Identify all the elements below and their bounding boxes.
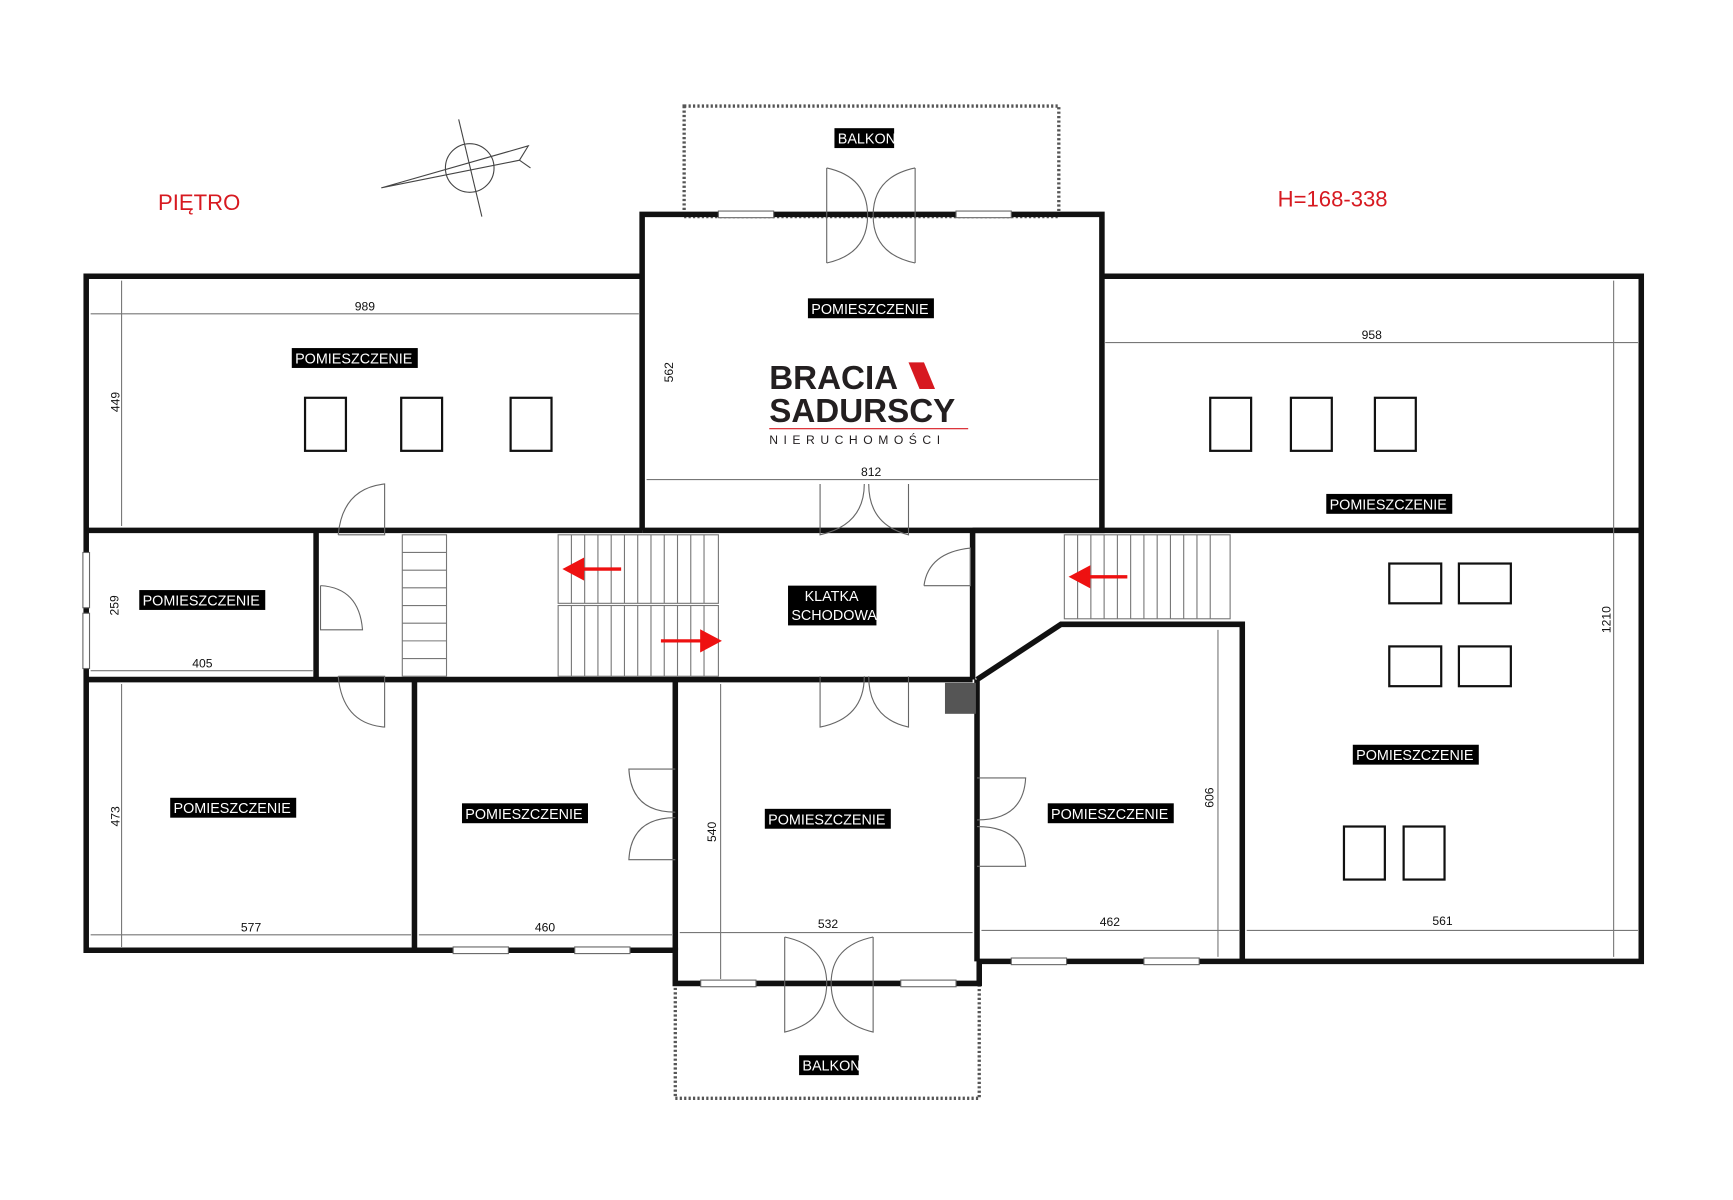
dim-405: 405 xyxy=(192,656,213,670)
dim-473: 473 xyxy=(108,806,122,827)
floor-title: PIĘTRO xyxy=(158,190,240,215)
dim-449: 449 xyxy=(108,392,122,413)
label-balcony-bottom: BALKON xyxy=(802,1059,860,1075)
height-note: H=168-338 xyxy=(1278,187,1388,212)
dim-562: 562 xyxy=(662,362,676,383)
dim-462: 462 xyxy=(1100,915,1121,929)
inner-lines xyxy=(90,280,1638,980)
label-room-right-lower: POMIESZCZENIE xyxy=(1356,748,1473,764)
dim-259: 259 xyxy=(107,595,121,616)
logo-line2: SADURSCY xyxy=(769,393,955,430)
label-room-left-top: POMIESZCZENIE xyxy=(295,352,412,368)
label-stairs-1: KLATKA xyxy=(805,589,859,605)
dim-606: 606 xyxy=(1203,787,1217,808)
label-room-bottom-4: POMIESZCZENIE xyxy=(1051,807,1168,823)
dim-958: 958 xyxy=(1362,328,1383,342)
dimensions: 989 449 562 812 958 1210 259 405 473 577… xyxy=(107,299,1613,934)
arrow-icon xyxy=(562,557,1128,653)
label-room-bottom-2: POMIESZCZENIE xyxy=(465,807,582,823)
balcony-bottom xyxy=(673,981,981,1100)
label-stairs-2: SCHODOWA xyxy=(791,608,877,624)
windows xyxy=(82,210,1200,988)
brand-logo: BRACIA SADURSCY NIERUCHOMOŚCI xyxy=(769,360,969,447)
chimney xyxy=(944,682,976,714)
room-labels: BALKON BALKON POMIESZCZENIE POMIESZCZENI… xyxy=(139,128,1479,1076)
dim-577: 577 xyxy=(241,920,262,934)
logo-line3: NIERUCHOMOŚCI xyxy=(769,432,945,447)
dim-540: 540 xyxy=(705,821,719,842)
logo-line1: BRACIA xyxy=(769,360,898,397)
balcony-top xyxy=(682,104,1061,219)
label-room-bottom-1: POMIESZCZENIE xyxy=(174,801,291,817)
dim-460: 460 xyxy=(535,920,556,934)
compass-icon xyxy=(381,119,531,217)
dim-812: 812 xyxy=(861,465,882,479)
label-balcony-top: BALKON xyxy=(838,132,896,148)
dim-1210: 1210 xyxy=(1599,606,1613,633)
label-room-bottom-3: POMIESZCZENIE xyxy=(768,812,885,828)
label-room-right-upper: POMIESZCZENIE xyxy=(1330,497,1447,513)
doors xyxy=(319,167,1027,1033)
dim-561: 561 xyxy=(1432,914,1453,928)
label-room-left-small: POMIESZCZENIE xyxy=(143,594,260,610)
dim-989: 989 xyxy=(355,299,376,313)
label-room-center-top: POMIESZCZENIE xyxy=(811,302,928,318)
dim-532: 532 xyxy=(818,917,839,931)
skylights xyxy=(303,396,1512,881)
